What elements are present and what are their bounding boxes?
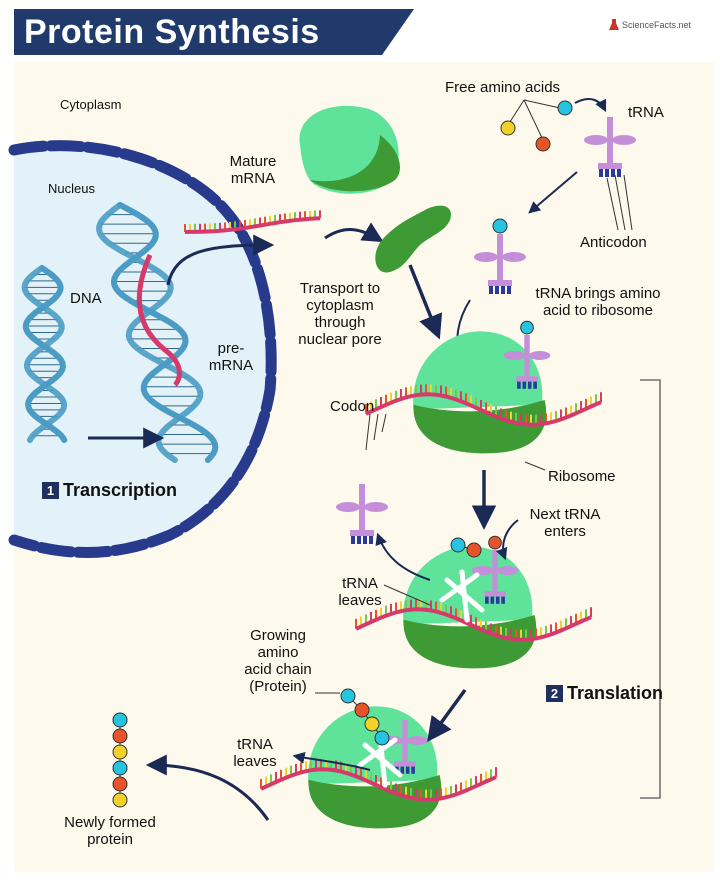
translation-bracket (640, 379, 661, 799)
label-free-amino-acids: Free amino acids (445, 79, 561, 96)
label-growing-2: amino (257, 644, 299, 661)
label-trna-leaves-b-1: tRNA (237, 736, 273, 753)
label-trna-brings-2: acid to ribosome (542, 302, 654, 319)
label-newly-formed-2: protein (87, 831, 133, 848)
label-anticodon: Anticodon (580, 234, 647, 251)
dna-helix-small (21, 265, 68, 443)
label-growing-3: acid chain (244, 661, 312, 678)
ribosome-stage-1 (365, 320, 602, 454)
trna-leaves-arrow-1 (375, 532, 431, 581)
label-next-trna-1: Next tRNA (529, 506, 601, 523)
label-transport-4: nuclear pore (298, 331, 382, 348)
anticodon-pointers (606, 174, 633, 231)
trna-charged (474, 218, 526, 294)
mature-mrna (184, 210, 321, 234)
arrow-to-ribosome-1 (408, 264, 443, 340)
label-nucleus: Nucleus (48, 181, 95, 196)
step-translation: 2 Translation (546, 683, 663, 704)
trna-leaving-1 (336, 484, 388, 544)
trna-leaves-pointer-1 (383, 584, 431, 606)
protein-arrow (145, 754, 270, 821)
brand-name: ScienceFacts.net (622, 20, 692, 30)
label-growing-4: (Protein) (249, 678, 307, 695)
ribosome-stage-2 (355, 535, 592, 669)
step-number-1: 1 (42, 482, 59, 499)
next-trna-arrow (495, 519, 519, 561)
trna-leaves-arrow-2 (292, 751, 371, 771)
codon-pointers (365, 413, 387, 451)
ribosome-pointer (524, 461, 546, 471)
label-trna-leaves-a-2: leaves (338, 592, 382, 609)
arrow-stage-2-3 (427, 688, 467, 742)
label-newly-formed-1: Newly formed (64, 814, 156, 831)
label-trna: tRNA (628, 104, 664, 121)
label-transport-1: Transport to (299, 280, 381, 297)
step-transcription-label: Transcription (63, 480, 178, 500)
label-trna-leaves-b-2: leaves (233, 753, 277, 770)
label-mature-mrna-1: Mature (229, 153, 277, 170)
label-trna-leaves-a-1: tRNA (342, 575, 378, 592)
ribosome-subunits (299, 105, 451, 273)
label-growing-1: Growing (250, 627, 306, 644)
label-transport-3: through (314, 314, 366, 331)
page-title: Protein Synthesis (24, 13, 320, 51)
title-banner (14, 9, 414, 55)
brand-flask-icon (609, 19, 619, 30)
dna-helix-large (96, 202, 219, 463)
label-trna-brings-1: tRNA brings amino (535, 285, 661, 302)
export-arrow (166, 234, 275, 286)
label-dna: DNA (70, 290, 102, 307)
label-pre-mrna-1: pre- (217, 340, 245, 357)
to-ribosome-arrow (324, 222, 384, 243)
free-amino-acids (500, 98, 607, 152)
trna-to-bound-arrow (528, 171, 578, 214)
step-transcription: 1 Transcription (42, 480, 177, 501)
newly-formed-protein (112, 712, 128, 808)
label-ribosome: Ribosome (548, 468, 616, 485)
label-codon: Codon (330, 398, 375, 415)
label-transport-2: cytoplasm (306, 297, 374, 314)
trna-free (584, 117, 636, 177)
label-next-trna-2: enters (544, 523, 586, 540)
label-pre-mrna-2: mRNA (208, 357, 254, 374)
step-number-2: 2 (546, 685, 563, 702)
label-mature-mrna-2: mRNA (230, 170, 276, 187)
pre-mrna-strand (136, 253, 182, 387)
label-cytoplasm: Cytoplasm (60, 97, 122, 112)
step-translation-label: Translation (567, 683, 664, 703)
